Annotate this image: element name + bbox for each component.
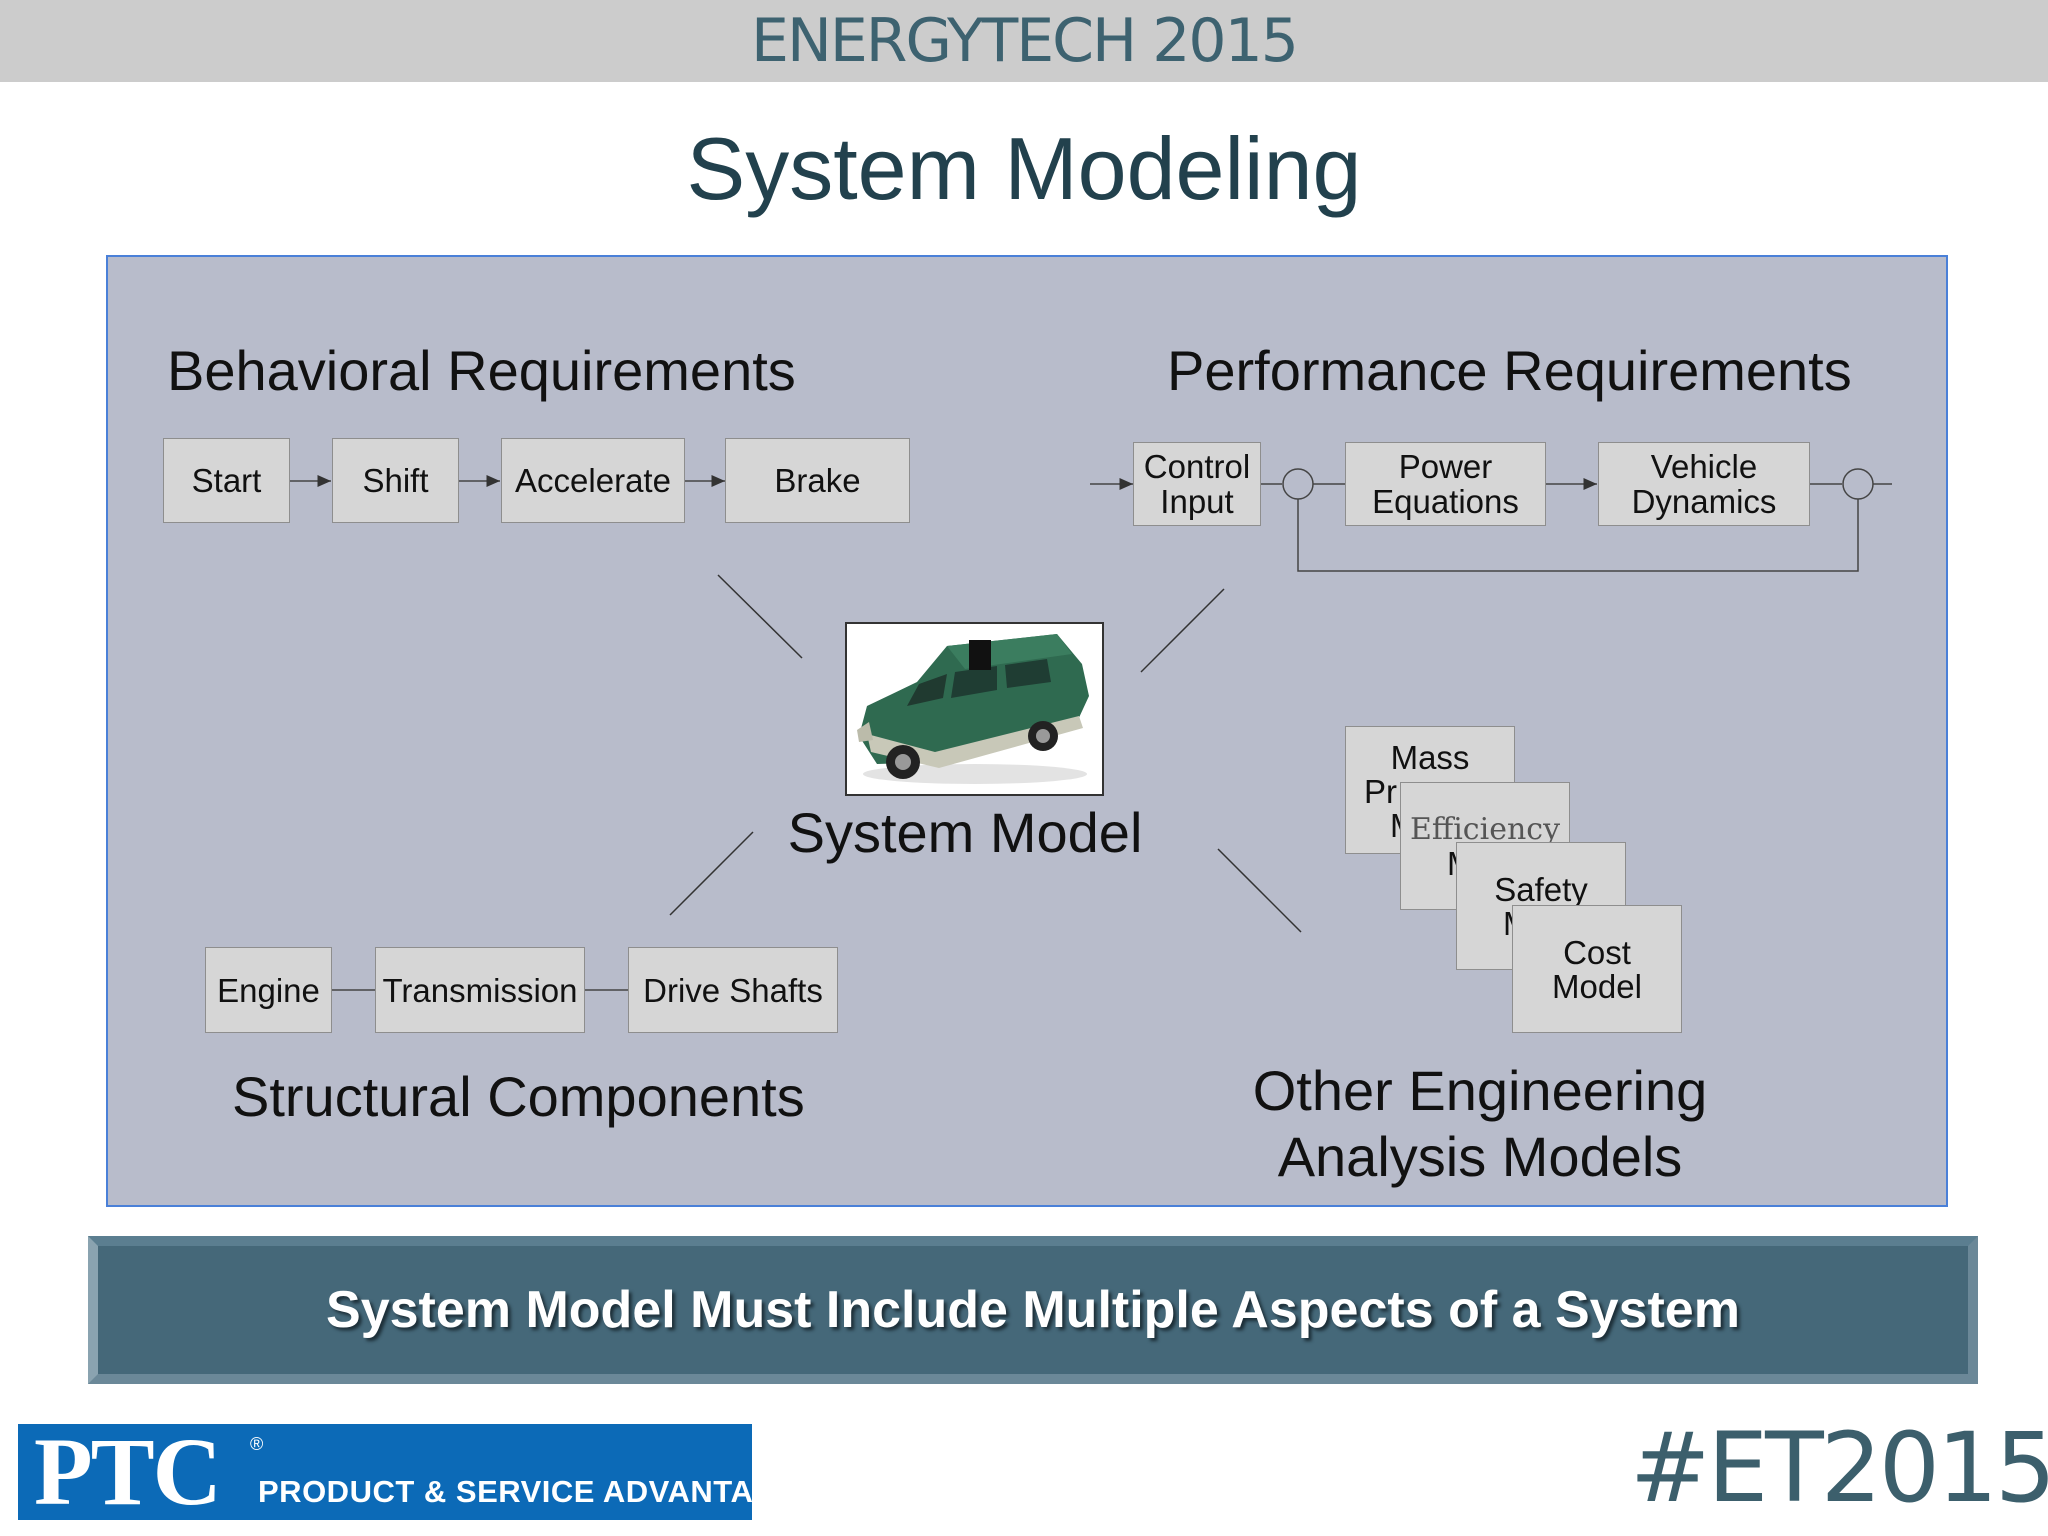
block-line: Dynamics xyxy=(1631,483,1777,520)
radial-line-behavioral xyxy=(717,574,803,659)
sheet-text: Cost xyxy=(1563,934,1631,971)
key-message-banner: System Model Must Include Multiple Aspec… xyxy=(88,1236,1978,1384)
summing-junction-2 xyxy=(1842,468,1874,500)
ptc-logo: PTC ® PRODUCT & SERVICE ADVANTAGE xyxy=(18,1424,752,1520)
step-start-box: Start xyxy=(163,438,290,523)
block-line: Equations xyxy=(1372,483,1519,520)
event-hashtag: #ET2015 xyxy=(1630,1410,2048,1526)
behavioral-requirements-label: Behavioral Requirements xyxy=(167,339,796,402)
vehicle-dynamics-box: Vehicle Dynamics xyxy=(1598,442,1810,526)
system-model-image xyxy=(845,622,1104,796)
step-brake-box: Brake xyxy=(725,438,910,523)
step-accelerate-box: Accelerate xyxy=(501,438,685,523)
radial-line-performance xyxy=(1140,588,1225,673)
ptc-logo-tagline: PRODUCT & SERVICE ADVANTAGE xyxy=(258,1474,752,1509)
part-drive-shafts-box: Drive Shafts xyxy=(628,947,838,1033)
step-label: Shift xyxy=(362,462,429,499)
structural-components-label: Structural Components xyxy=(232,1065,805,1128)
block-line: Input xyxy=(1160,483,1234,520)
sheet-text: Safety xyxy=(1494,871,1588,908)
step-label: Start xyxy=(191,462,262,499)
suv-illustration xyxy=(857,634,1089,784)
part-label: Engine xyxy=(217,971,320,1009)
step-label: Accelerate xyxy=(515,462,671,499)
part-transmission-box: Transmission xyxy=(375,947,585,1033)
radial-line-structural xyxy=(669,831,754,916)
summing-junction-1 xyxy=(1282,468,1314,500)
sheet-text: Pr xyxy=(1364,773,1397,810)
radial-line-analysis xyxy=(1217,848,1302,933)
power-equations-box: Power Equations xyxy=(1345,442,1546,526)
analysis-models-label-line2: Analysis Models xyxy=(1277,1125,1683,1188)
key-message-text: System Model Must Include Multiple Aspec… xyxy=(326,1281,1740,1339)
performance-requirements-label: Performance Requirements xyxy=(1167,339,1852,402)
block-line: Control xyxy=(1143,448,1251,485)
sheet-text: Model xyxy=(1552,968,1642,1005)
system-model-label: System Model xyxy=(787,801,1143,864)
analysis-models-label-line1: Other Engineering xyxy=(1252,1059,1708,1122)
part-label: Transmission xyxy=(382,971,578,1009)
step-label: Brake xyxy=(774,462,861,499)
header-band xyxy=(0,0,2048,82)
ptc-logo-reg: ® xyxy=(250,1434,264,1454)
diagram-panel xyxy=(106,255,1948,1207)
sheet-text: Efficiency xyxy=(1409,812,1561,847)
ptc-logo-mark: PTC xyxy=(34,1424,222,1520)
analysis-sheet-cost: Cost Model xyxy=(1512,905,1682,1033)
block-line: Power xyxy=(1398,448,1493,485)
step-shift-box: Shift xyxy=(332,438,459,523)
sheet-text: Mass xyxy=(1390,739,1470,776)
slide-title: System Modeling xyxy=(686,119,1362,218)
block-line: Vehicle xyxy=(1650,448,1758,485)
event-title: ENERGYTECH 2015 xyxy=(751,6,1299,76)
part-label: Drive Shafts xyxy=(643,971,823,1009)
part-engine-box: Engine xyxy=(205,947,332,1033)
control-input-box: Control Input xyxy=(1133,442,1261,526)
feedback-loop xyxy=(1297,499,1859,572)
